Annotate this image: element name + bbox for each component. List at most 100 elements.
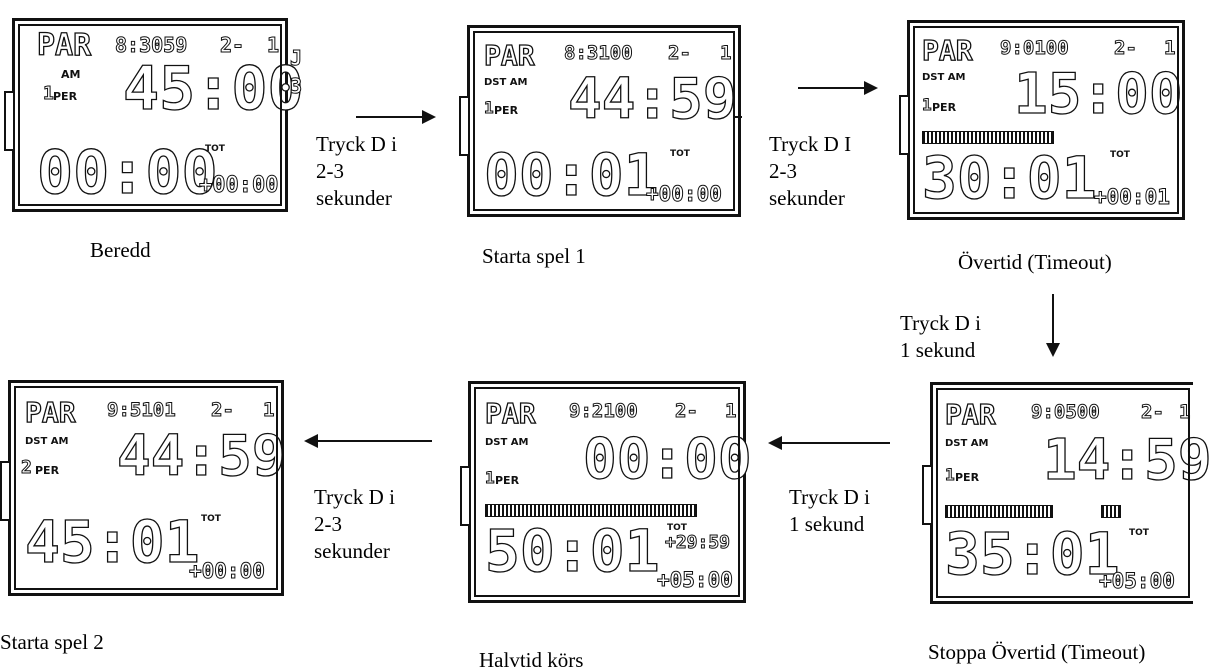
step-label-3: Tryck D i 1 sekund — [900, 310, 981, 364]
lcd-main-time: 14:59 — [1042, 428, 1212, 493]
lcd-clock: 9:2100 — [569, 400, 639, 422]
lcd-period-num: 1 — [945, 465, 956, 484]
step-line: 2-3 — [769, 159, 797, 183]
arrow-left-2 — [304, 434, 432, 448]
lcd-tot: TOT — [1110, 150, 1130, 160]
step-label-5: Tryck D i 2-3 sekunder — [314, 484, 395, 565]
lcd-per: PER — [932, 101, 957, 114]
lcd-main-time: 44:59 — [567, 67, 737, 132]
lcd-clock: 8:3100 — [564, 42, 634, 64]
lcd-num: 1 — [262, 399, 275, 421]
lcd-per: PER — [955, 471, 980, 484]
caption-overtid: Övertid (Timeout) — [958, 250, 1112, 274]
lcd-bottom-time: 35:01 — [944, 520, 1120, 588]
lcd-num: 1 — [266, 33, 280, 57]
step-line: Tryck D i — [316, 132, 397, 156]
lcd-period-num: 2 — [21, 457, 33, 478]
arrow-down — [1046, 294, 1060, 357]
lcd-plus-time: +05:00 — [1099, 569, 1176, 593]
lcd-num: 1 — [1163, 37, 1176, 59]
lcd-clock: 9:0100 — [1000, 37, 1070, 59]
arrow-right-2 — [798, 81, 878, 95]
lcd-main-time: 44:59 — [116, 424, 286, 489]
lcd-plus-time: +05:00 — [657, 568, 734, 592]
lcd-ampm: DST AM — [25, 436, 69, 447]
arrow-left-1 — [768, 436, 890, 450]
caption-stoppa-overtid: Stoppa Övertid (Timeout) — [928, 640, 1146, 664]
step-line: Tryck D i — [789, 485, 870, 509]
step-line: 1 sekund — [789, 512, 865, 536]
lcd-main-time: 45:00 — [122, 54, 304, 124]
lcd-main-time: 15:00 — [1013, 62, 1183, 127]
lcd-set: 2- — [675, 400, 699, 422]
lcd-plus-time: +00:01 — [1094, 185, 1171, 209]
lcd-clock: 9:5101 — [107, 399, 177, 421]
lcd-par-label: PAR — [24, 396, 76, 429]
lcd-clock: 8:3059 — [114, 33, 188, 57]
lcd-per: PER — [35, 464, 60, 477]
lcd-bottom-time: 50:01 — [484, 517, 660, 585]
step-line: 2-3 — [314, 512, 342, 536]
lcd-bottom-time: 45:01 — [24, 508, 200, 576]
step-line: Tryck D i — [900, 311, 981, 335]
lcd-period-num: 1 — [922, 95, 933, 114]
lcd-progress-bar — [922, 131, 1054, 144]
lcd-plus-time: +00:00 — [646, 182, 723, 206]
lcd-progress-bar — [485, 504, 697, 517]
lcd-tot: TOT — [1129, 528, 1149, 538]
connector-tick — [733, 116, 742, 118]
lcd-tot: TOT — [205, 144, 225, 154]
lcd-tot: TOT — [667, 523, 687, 533]
lcd-set: 2- — [668, 42, 692, 64]
arrow-right-1 — [356, 110, 436, 124]
lcd-panel-beredd: PAR 8:3059 2- 1 AM 1 PER 45:00 00:00 TOT… — [4, 18, 304, 212]
lcd-bottom-time: 00:01 — [483, 141, 659, 209]
lcd-ampm: DST AM — [485, 437, 529, 448]
lcd-progress-bar-2 — [1101, 505, 1121, 518]
step-line: sekunder — [316, 186, 392, 210]
caption-starta-spel-1: Starta spel 1 — [482, 244, 586, 268]
lcd-par-label: PAR — [483, 39, 535, 72]
lcd-clock: 9:0500 — [1031, 401, 1101, 423]
step-line: 1 sekund — [900, 338, 976, 362]
lcd-period-num: 1 — [43, 83, 55, 104]
lcd-panel-overtid: PAR 9:0100 2- 1 DST AM 1 PER 15:00 30:01… — [899, 20, 1185, 220]
lcd-per: PER — [494, 104, 519, 117]
lcd-period-num: 1 — [485, 468, 496, 487]
lcd-progress-bar — [945, 505, 1053, 518]
lcd-par-label: PAR — [484, 397, 536, 430]
lcd-par-label: PAR — [944, 398, 996, 431]
step-label-2: Tryck D I 2-3 sekunder — [769, 131, 851, 212]
lcd-num: 1 — [719, 42, 732, 64]
lcd-main-time: 00:00 — [582, 427, 752, 492]
lcd-bottom-time: 30:01 — [921, 144, 1097, 212]
step-line: Tryck D I — [769, 132, 852, 156]
step-line: 2-3 — [316, 159, 344, 183]
lcd-ampm: DST AM — [945, 438, 989, 449]
lcd-par-label: PAR — [36, 28, 92, 63]
caption-halvtid: Halvtid körs — [479, 648, 584, 672]
lcd-set: 2- — [211, 399, 235, 421]
lcd-per: PER — [53, 90, 78, 103]
lcd-num: 1 — [1178, 401, 1191, 423]
step-label-4: Tryck D i 1 sekund — [789, 484, 870, 538]
step-line: sekunder — [314, 539, 390, 563]
lcd-panel-starta-spel-2: PAR 9:5101 2- 1 DST AM 2 PER 44:59 45:01… — [0, 380, 286, 596]
caption-starta-spel-2: Starta spel 2 — [0, 630, 104, 654]
side-marks: J 3 — [290, 46, 303, 99]
lcd-set: 2- — [1114, 37, 1138, 59]
lcd-ampm: AM — [61, 68, 81, 81]
lcd-ampm: DST AM — [922, 72, 966, 83]
lcd-tot: TOT — [201, 514, 221, 524]
lcd-panel-halvtid: PAR 9:2100 2- 1 DST AM 1 PER 00:00 50:01… — [460, 381, 752, 603]
lcd-ampm: DST AM — [484, 77, 528, 88]
step-line: Tryck D i — [314, 485, 395, 509]
lcd-plus-time: +00:00 — [198, 173, 279, 198]
lcd-per: PER — [495, 474, 520, 487]
lcd-panel-stoppa-overtid: PAR 9:0500 2- 1 DST AM 1 PER 14:59 35:01… — [922, 382, 1212, 604]
caption-beredd: Beredd — [90, 238, 151, 262]
step-label-1: Tryck D i 2-3 sekunder — [316, 131, 397, 212]
lcd-extra-time: +29:59 — [664, 532, 731, 553]
lcd-set: 2- — [1141, 401, 1165, 423]
step-line: sekunder — [769, 186, 845, 210]
